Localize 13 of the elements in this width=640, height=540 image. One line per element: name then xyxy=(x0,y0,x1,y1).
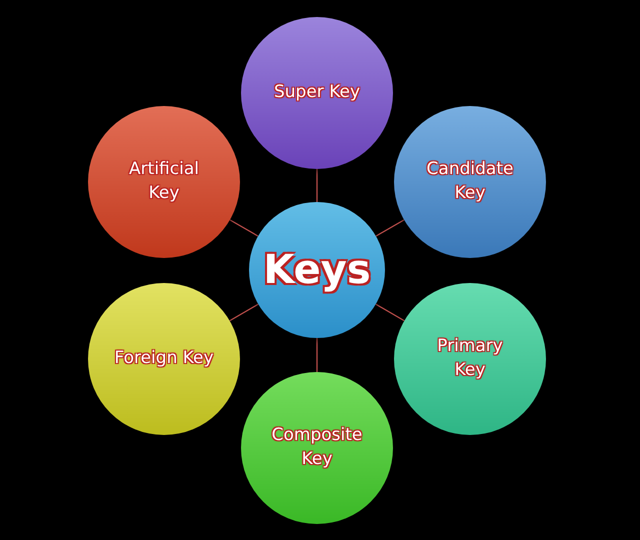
node-label: Primary Key xyxy=(436,335,504,382)
node-label: Foreign Key xyxy=(114,347,214,370)
connector-line xyxy=(230,219,258,237)
connector-line xyxy=(316,169,318,202)
connector-line xyxy=(316,338,318,372)
connector-line xyxy=(375,304,405,322)
node-label: Artificial Key xyxy=(128,158,200,205)
hub-label: Keys xyxy=(263,246,371,295)
node-label: Composite Key xyxy=(270,424,364,471)
connector-line xyxy=(376,219,404,237)
node-label: Candidate Key xyxy=(426,158,514,205)
node-label: Super Key xyxy=(274,81,360,104)
connector-line xyxy=(229,304,259,322)
